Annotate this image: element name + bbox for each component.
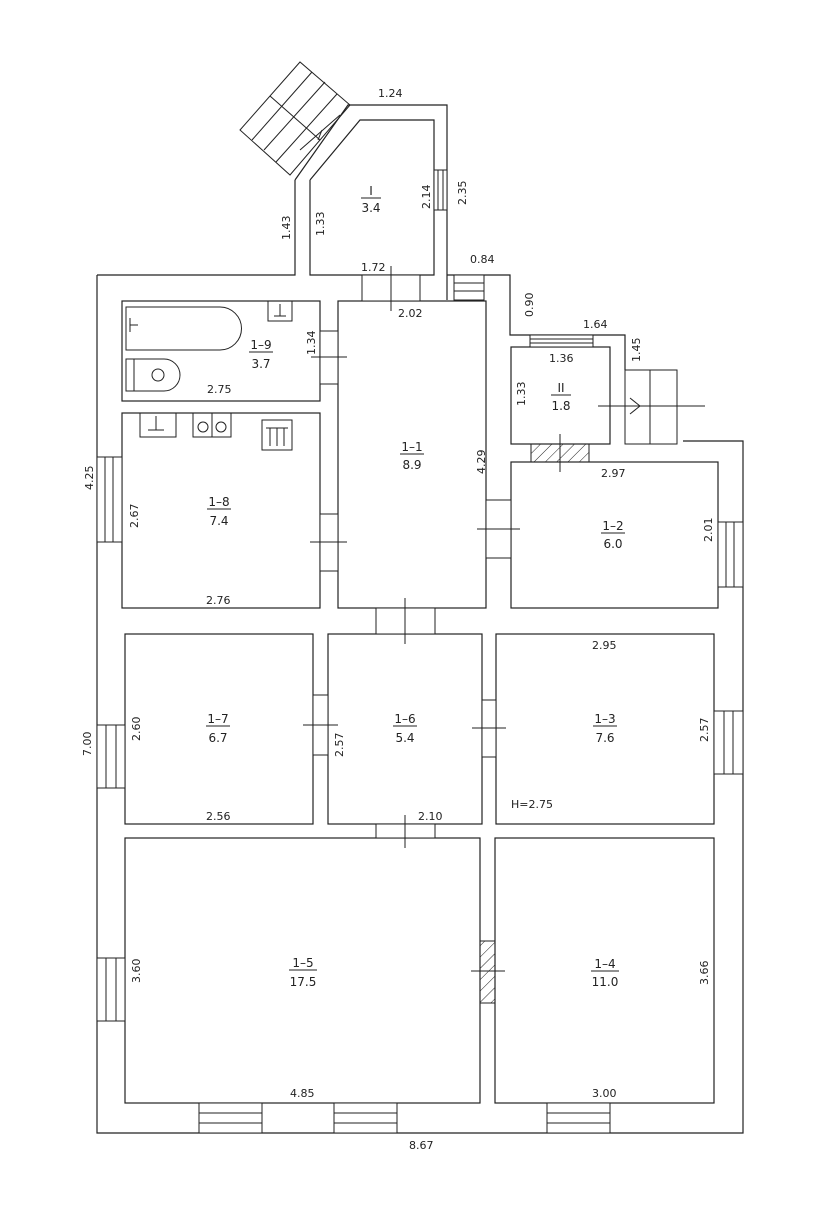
svg-text:1–8: 1–8 [208,495,229,509]
porch-wall [447,274,626,370]
svg-text:1–6: 1–6 [394,712,415,726]
svg-text:2.97: 2.97 [601,467,626,480]
svg-text:2.56: 2.56 [206,810,231,823]
svg-text:7.4: 7.4 [209,514,228,528]
toilet-icon [125,358,181,392]
svg-text:3.60: 3.60 [130,959,143,984]
svg-text:6.7: 6.7 [208,731,227,745]
svg-text:1.8: 1.8 [551,399,570,413]
svg-text:8.67: 8.67 [409,1139,434,1152]
entry-stair [598,369,705,445]
svg-text:1.64: 1.64 [583,318,608,331]
svg-text:6.0: 6.0 [603,537,622,551]
doors [303,266,590,1004]
svg-text:4.85: 4.85 [290,1087,315,1100]
svg-text:1.36: 1.36 [549,352,574,365]
svg-text:2.10: 2.10 [418,810,443,823]
room-1-3-outline [495,633,715,825]
room-label-1-6: 1–65.4 [393,712,417,745]
svg-text:2.76: 2.76 [206,594,231,607]
windows [96,169,744,1134]
room-label-1-9: 1–93.7 [249,338,273,371]
room-label-I: I 3.4 [361,184,381,215]
svg-text:1.43: 1.43 [280,216,293,241]
svg-text:0.90: 0.90 [523,293,536,318]
svg-text:0.84: 0.84 [470,253,495,266]
svg-text:1–2: 1–2 [602,519,623,533]
svg-text:1.33: 1.33 [515,382,528,407]
boiler-icon [261,419,293,451]
svg-text:2.02: 2.02 [398,307,423,320]
svg-text:4.29: 4.29 [475,450,488,475]
svg-text:3.66: 3.66 [698,961,711,986]
svg-text:1.24: 1.24 [378,87,403,100]
svg-text:1–7: 1–7 [207,712,228,726]
room-label-1-8: 1–87.4 [207,495,231,528]
svg-text:4.25: 4.25 [83,466,96,491]
svg-text:2.35: 2.35 [456,181,469,206]
room-label-II: II 1.8 [551,381,571,413]
room-1-7-outline [124,633,314,825]
svg-text:2.75: 2.75 [207,383,232,396]
svg-text:3.7: 3.7 [251,357,270,371]
room-1-2-outline [510,461,719,609]
svg-text:I: I [369,184,373,198]
svg-text:2.57: 2.57 [698,718,711,743]
room-label-1-7: 1–76.7 [206,712,230,745]
outer-wall [96,180,744,1134]
svg-text:8.9: 8.9 [402,458,421,472]
svg-text:1.34: 1.34 [305,331,318,356]
svg-text:3.4: 3.4 [361,201,380,215]
room-1-8-outline [121,412,321,609]
stair [239,61,351,176]
svg-text:1–4: 1–4 [594,957,615,971]
svg-text:2.60: 2.60 [130,717,143,742]
svg-text:1.72: 1.72 [361,261,386,274]
svg-text:2.95: 2.95 [592,639,617,652]
svg-text:3.00: 3.00 [592,1087,617,1100]
room-label-1-5: 1–5 17.5 [289,956,317,989]
svg-text:2.57: 2.57 [333,733,346,758]
svg-text:1–1: 1–1 [401,440,422,454]
svg-text:7.6: 7.6 [595,731,614,745]
room-label-1-1: 1–18.9 [400,440,424,472]
svg-text:11.0: 11.0 [592,975,619,989]
svg-text:II: II [557,381,564,395]
room-label-1-3: 1–37.6 [593,712,617,745]
room-label-1-4: 1–4 11.0 [591,957,619,989]
svg-text:H=2.75: H=2.75 [511,798,553,811]
sink-icon [267,300,293,322]
svg-text:17.5: 17.5 [290,975,317,989]
bathtub-icon [125,306,242,351]
svg-text:1–5: 1–5 [292,956,313,970]
svg-text:7.00: 7.00 [81,732,94,757]
dimension-labels: 1.24 1.72 0.84 2.02 1.64 1.36 2.75 2.97 … [206,87,626,1152]
svg-text:2.67: 2.67 [128,504,141,529]
svg-text:5.4: 5.4 [395,731,414,745]
vertical-dimension-labels: 2.14 2.35 1.33 1.43 0.90 1.45 1.34 1.33 … [81,181,715,986]
svg-text:2.01: 2.01 [702,518,715,543]
stove-icon [192,412,232,438]
svg-text:2.14: 2.14 [420,185,433,210]
svg-text:1–9: 1–9 [250,338,271,352]
room-label-1-2: 1–26.0 [601,519,625,551]
kitchen-sink-icon [139,412,177,438]
svg-text:1.33: 1.33 [314,212,327,237]
svg-text:1–3: 1–3 [594,712,615,726]
room-1-6-outline [327,633,483,825]
svg-text:1.45: 1.45 [630,338,643,363]
